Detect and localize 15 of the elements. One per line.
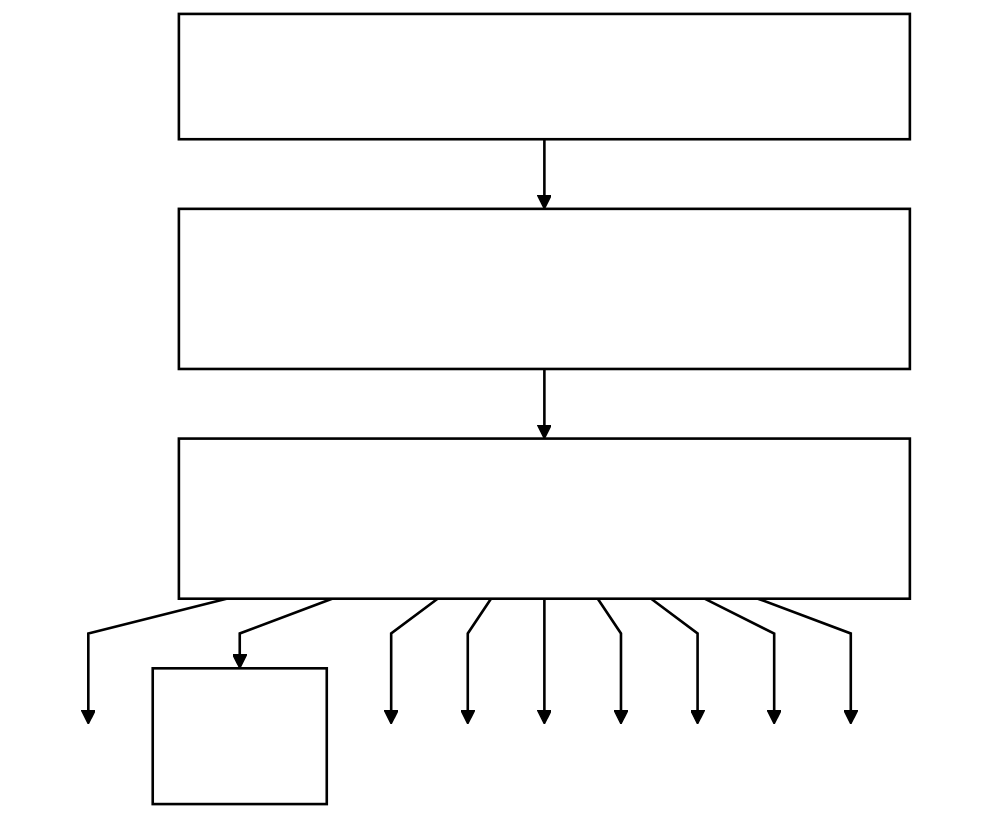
arrow: [536, 368, 553, 440]
arrow: [596, 598, 629, 725]
node-box: [177, 437, 912, 600]
arrow: [232, 597, 333, 669]
arrow: [536, 598, 553, 725]
node-box: [177, 207, 912, 371]
arrow: [460, 598, 493, 725]
node-box: [151, 667, 329, 806]
arrow: [650, 597, 706, 725]
arrow: [80, 597, 227, 725]
arrow: [757, 597, 859, 725]
arrow: [703, 597, 782, 725]
arrow: [383, 597, 439, 725]
arrow: [536, 139, 553, 210]
node-box: [177, 12, 912, 141]
